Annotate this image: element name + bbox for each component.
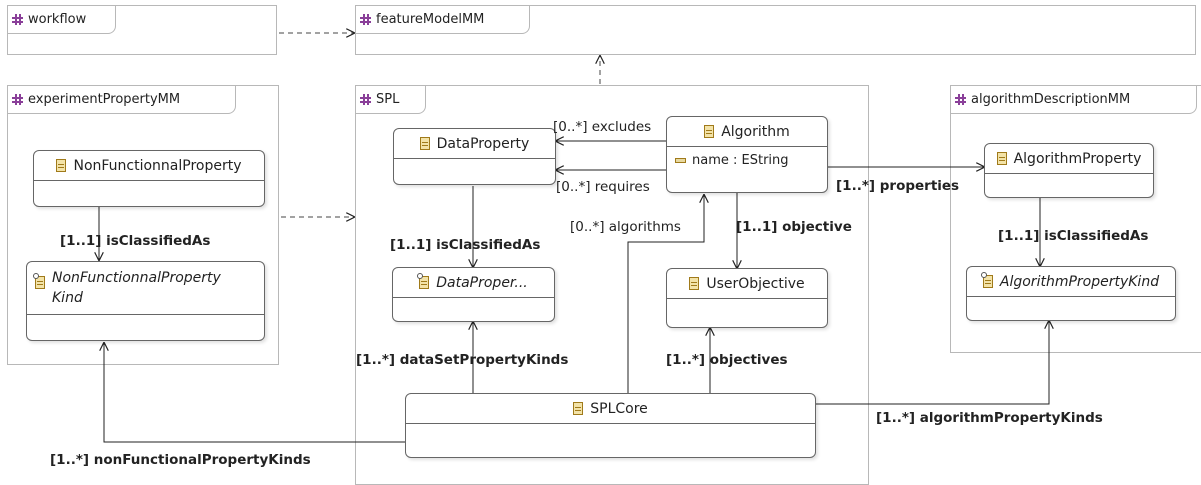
package-SPL-tab: SPL (356, 86, 426, 114)
package-experimentPropertyMM-tab: experimentPropertyMM (8, 86, 236, 114)
label-algorithmPropertyKinds: [1..*] algorithmPropertyKinds (876, 410, 1103, 426)
attribute-label: name : EString (692, 153, 789, 168)
label-isClassifiedAs-spl: [1..1] isClassifiedAs (390, 237, 541, 253)
class-header: UserObjective (667, 269, 827, 299)
enum-icon (417, 273, 430, 289)
attribute-icon (675, 158, 686, 163)
class-DataProperty[interactable]: DataProperty (393, 128, 556, 185)
class-Algorithm[interactable]: Algorithm name : EString (666, 116, 828, 193)
class-AlgorithmProperty[interactable]: AlgorithmProperty (984, 143, 1154, 198)
enum-icon (980, 272, 993, 288)
class-AlgorithmPropertyKind[interactable]: AlgorithmPropertyKind (966, 266, 1176, 321)
label-isClassifiedAs-alg: [1..1] isClassifiedAs (998, 228, 1149, 244)
class-header: NonFunctionnalProperty Kind (27, 262, 264, 315)
package-SPL-label: SPL (376, 92, 400, 107)
class-header: NonFunctionnalProperty (34, 151, 264, 181)
class-name: AlgorithmProperty (1013, 150, 1142, 167)
label-properties: [1..*] properties (836, 178, 960, 194)
label-nonFunctionalPropertyKinds: [1..*] nonFunctionalPropertyKinds (50, 452, 311, 468)
enum-icon (33, 273, 45, 289)
package-icon (12, 94, 23, 105)
class-header: AlgorithmPropertyKind (967, 267, 1175, 297)
class-icon (704, 125, 715, 138)
label-dataSetPropertyKinds: [1..*] dataSetPropertyKinds (356, 352, 569, 368)
class-name: DataProper... (436, 274, 528, 291)
class-name: NonFunctionnalProperty (73, 157, 242, 174)
class-name: UserObjective (706, 275, 805, 292)
package-icon (12, 14, 23, 25)
package-experimentPropertyMM-label: experimentPropertyMM (28, 92, 181, 107)
label-isClassifiedAs-exp: [1..1] isClassifiedAs (60, 233, 211, 249)
class-name-line1: NonFunctionnalProperty (52, 270, 221, 286)
label-requires: [0..*] requires (556, 179, 650, 195)
class-icon (689, 277, 700, 290)
package-workflow[interactable]: workflow (7, 5, 277, 55)
package-featureModelMM-label: featureModelMM (376, 12, 485, 27)
edge-nonFunctionalPropertyKinds (104, 343, 406, 442)
class-name: AlgorithmPropertyKind (999, 273, 1160, 290)
class-name: DataProperty (436, 135, 530, 152)
class-icon (56, 159, 67, 172)
edge-algorithmPropertyKinds (816, 321, 1049, 404)
class-icon (573, 402, 584, 415)
class-header: Algorithm (667, 117, 827, 147)
label-objective: [1..1] objective (736, 219, 852, 235)
package-featureModelMM-tab: featureModelMM (356, 6, 530, 34)
class-header: SPLCore (406, 394, 815, 424)
label-objectives: [1..*] objectives (666, 352, 788, 368)
class-icon (996, 152, 1007, 165)
class-header: DataProper... (393, 268, 554, 298)
package-icon (955, 94, 966, 105)
class-icon (419, 137, 430, 150)
package-algorithmDescriptionMM-tab: algorithmDescriptionMM (951, 86, 1197, 114)
package-workflow-tab: workflow (8, 6, 116, 34)
class-header: DataProperty (394, 129, 555, 159)
attribute-name[interactable]: name : EString (667, 147, 827, 174)
class-NonFunctionnalPropertyKind[interactable]: NonFunctionnalProperty Kind (26, 261, 265, 341)
package-icon (360, 94, 371, 105)
edge-algorithms (628, 195, 704, 393)
package-icon (360, 14, 371, 25)
package-algorithmDescriptionMM-label: algorithmDescriptionMM (971, 92, 1131, 107)
class-name-line2: Kind (52, 290, 83, 306)
class-NonFunctionnalProperty[interactable]: NonFunctionnalProperty (33, 150, 265, 207)
package-featureModelMM[interactable]: featureModelMM (355, 5, 1196, 55)
class-UserObjective[interactable]: UserObjective (666, 268, 828, 328)
class-DataPropertyKind[interactable]: DataProper... (392, 267, 555, 322)
class-name: Algorithm (721, 123, 790, 140)
class-SPLCore[interactable]: SPLCore (405, 393, 816, 458)
label-algorithms: [0..*] algorithms (570, 219, 681, 235)
package-workflow-label: workflow (28, 12, 87, 27)
class-name: SPLCore (590, 400, 648, 417)
class-header: AlgorithmProperty (985, 144, 1153, 174)
label-excludes: [0..*] excludes (553, 119, 652, 135)
